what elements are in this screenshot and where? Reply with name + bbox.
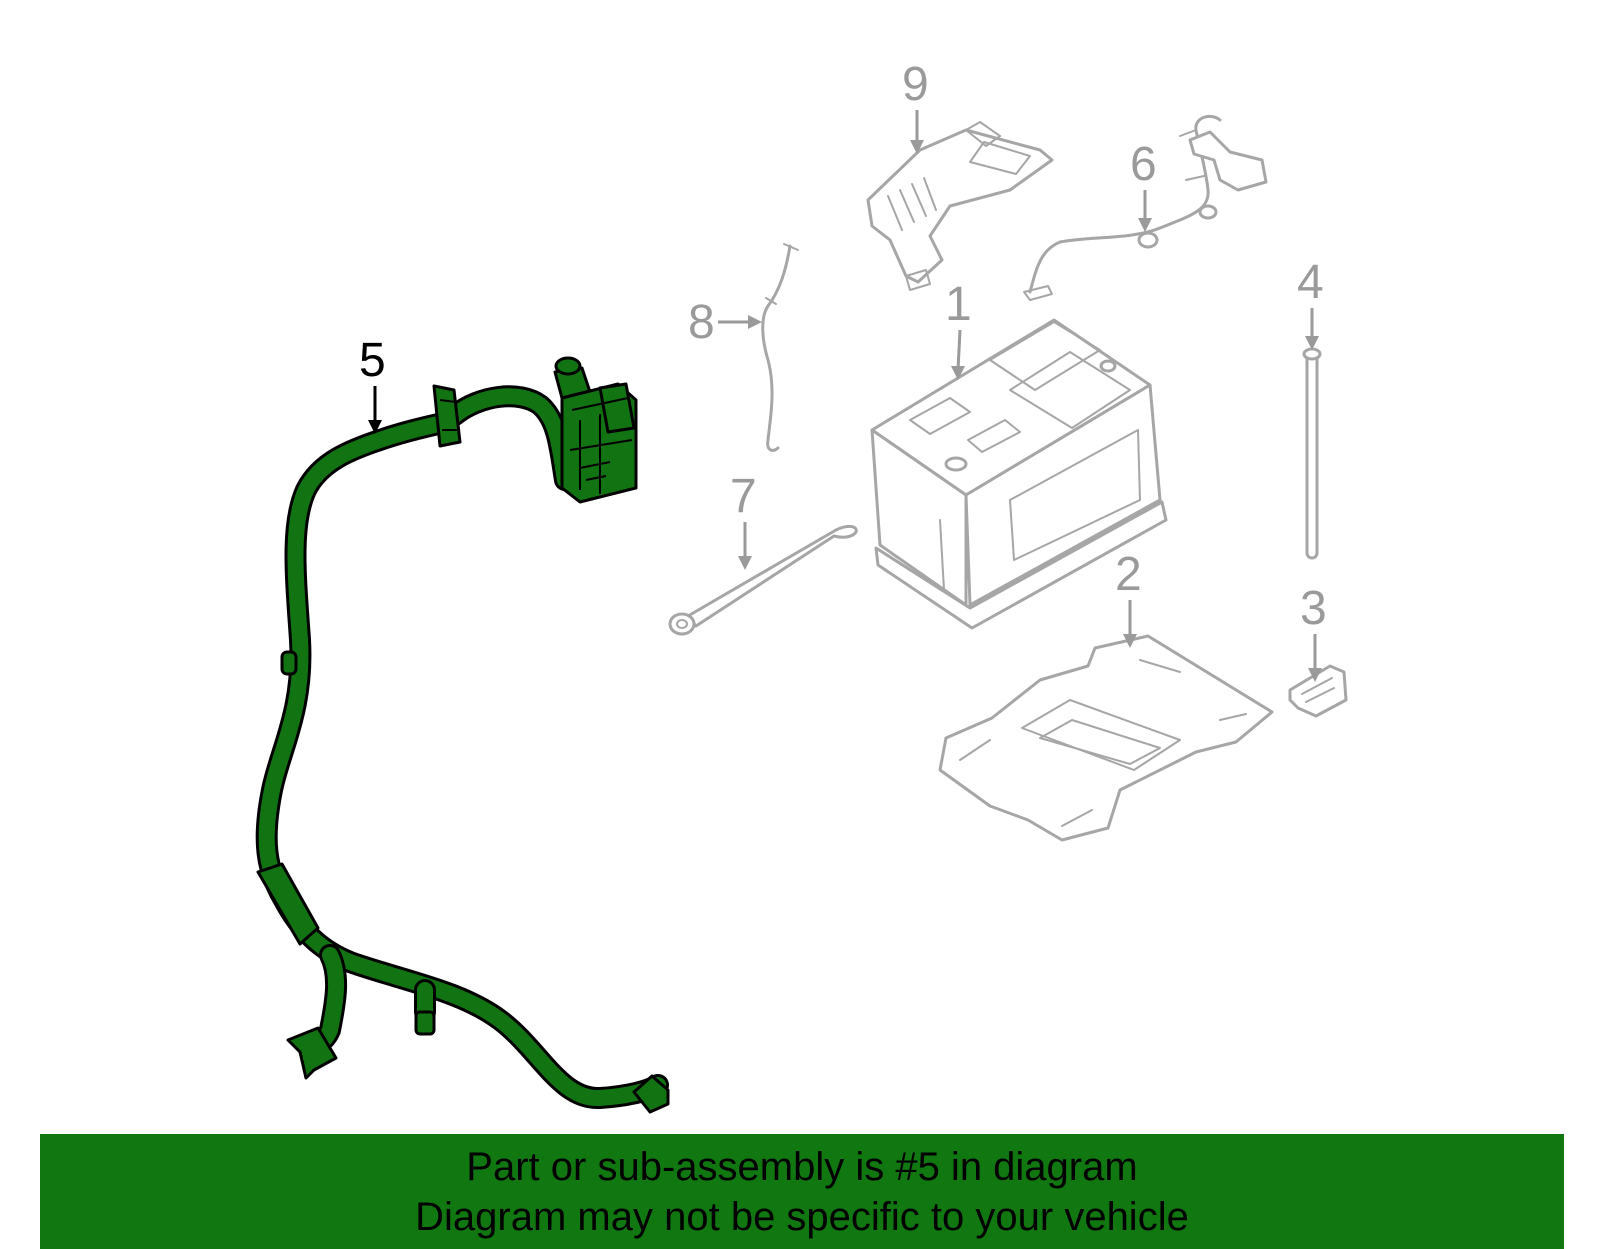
part-6-negative-cable[interactable] xyxy=(1023,114,1268,301)
callout-1: 1 xyxy=(945,278,972,331)
callout-5-arrow xyxy=(368,386,382,434)
part-5-battery-cable-harness[interactable] xyxy=(255,356,670,1114)
callout-8: 8 xyxy=(688,296,715,349)
callout-3: 3 xyxy=(1300,582,1327,635)
callout-8-arrow xyxy=(718,315,762,329)
callout-9: 9 xyxy=(902,58,929,111)
part-8-vent-tube[interactable] xyxy=(761,243,799,452)
part-1-battery[interactable] xyxy=(870,318,1168,630)
part-4-hold-down-bolt[interactable] xyxy=(1302,347,1322,560)
part-3-hold-down-bracket[interactable] xyxy=(1288,664,1348,718)
callout-4-arrow xyxy=(1305,308,1319,350)
callout-4: 4 xyxy=(1297,256,1324,309)
callout-5: 5 xyxy=(359,334,386,387)
callout-6: 6 xyxy=(1130,138,1157,191)
part-9-battery-cover-bracket[interactable] xyxy=(866,121,1054,291)
callout-1-arrow xyxy=(951,329,965,380)
callout-2: 2 xyxy=(1115,548,1142,601)
footer-line-1: Part or sub-assembly is #5 in diagram xyxy=(466,1144,1138,1189)
callout-2-arrow xyxy=(1123,600,1137,648)
footer-banner: Part or sub-assembly is #5 in diagram Di… xyxy=(40,1134,1564,1249)
callout-6-arrow xyxy=(1138,190,1152,232)
part-2-battery-tray[interactable] xyxy=(938,634,1274,842)
footer-line-2: Diagram may not be specific to your vehi… xyxy=(415,1194,1189,1239)
callout-7-arrow xyxy=(738,522,752,570)
part-7-ground-strap[interactable] xyxy=(668,524,858,636)
callout-9-arrow xyxy=(910,110,924,154)
callout-7: 7 xyxy=(730,470,757,523)
callout-3-arrow xyxy=(1308,634,1322,682)
